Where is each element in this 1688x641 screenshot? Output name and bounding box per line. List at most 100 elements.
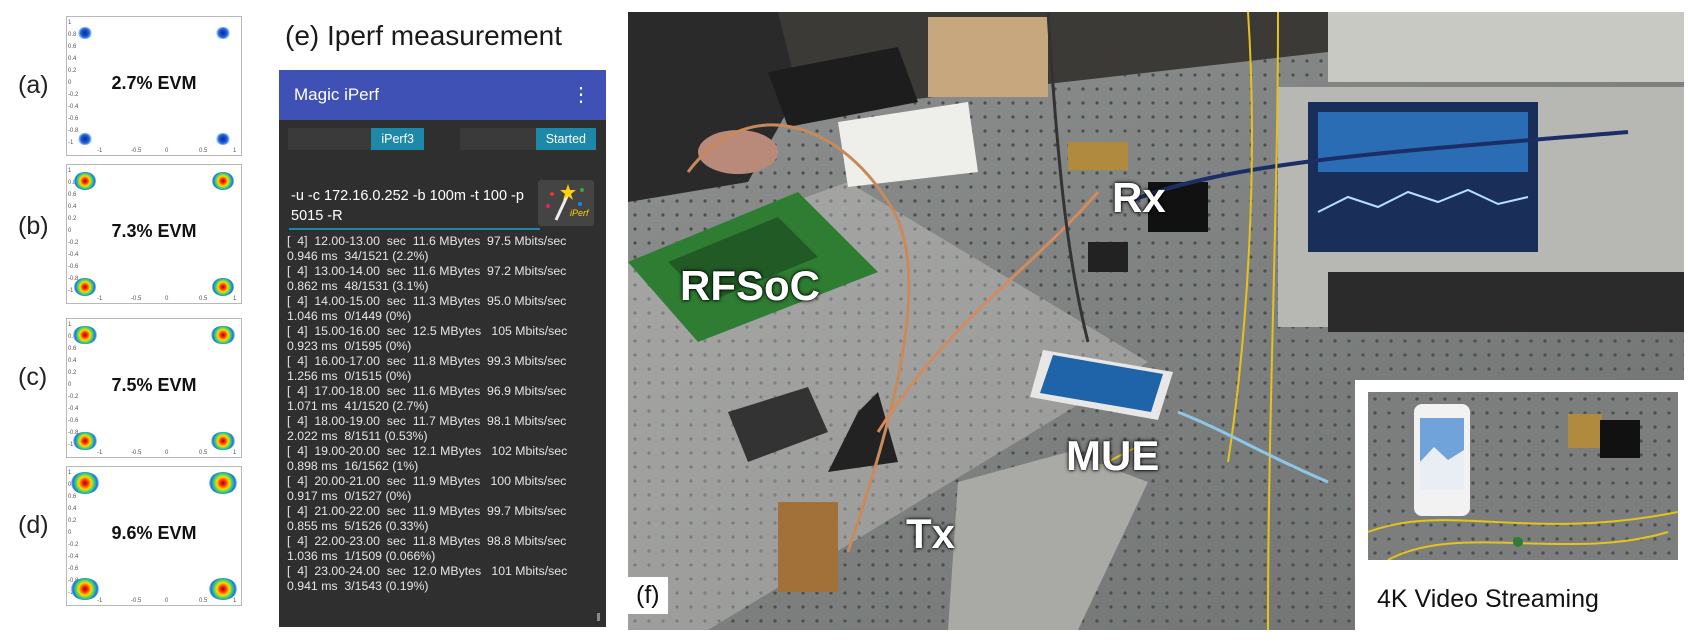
inset-caption: 4K Video Streaming xyxy=(1377,585,1599,613)
constellation-cluster xyxy=(73,171,97,191)
y-tick-label: 0.2 xyxy=(68,370,77,376)
mode-select-value: iPerf3 xyxy=(371,128,424,150)
panel-label-f: (f) xyxy=(628,577,668,614)
y-tick-label: -0.4 xyxy=(68,554,79,560)
panel-label: (b) xyxy=(18,212,49,240)
log-line: [ 4] 17.00-18.00 sec 11.6 MBytes 96.9 Mb… xyxy=(287,384,567,398)
x-tick-label: 1 xyxy=(233,598,237,604)
log-line: 0.855 ms 5/1526 (0.33%) xyxy=(287,519,429,533)
y-tick-label: -1 xyxy=(68,288,74,294)
y-tick-label: 0.6 xyxy=(68,346,77,352)
y-tick-label: -1 xyxy=(68,140,74,146)
log-line: [ 4] 18.00-19.00 sec 11.7 MBytes 98.1 Mb… xyxy=(287,414,567,428)
y-tick-label: -0.6 xyxy=(68,418,79,424)
y-tick-label: -0.2 xyxy=(68,542,79,548)
y-tick-label: 0.4 xyxy=(68,358,77,364)
constellation-cluster xyxy=(71,578,99,600)
app-name: Magic iPerf xyxy=(294,85,380,104)
y-tick-label: 0.6 xyxy=(68,494,77,500)
x-tick-label: 0.5 xyxy=(199,450,208,456)
x-tick-label: -1 xyxy=(97,296,103,302)
log-line: [ 4] 12.00-13.00 sec 11.6 MBytes 97.5 Mb… xyxy=(287,234,567,248)
y-tick-label: 0.6 xyxy=(68,192,77,198)
log-line: 0.941 ms 3/1543 (0.19%) xyxy=(287,579,429,593)
y-tick-label: 0 xyxy=(68,80,72,86)
y-tick-label: 0.4 xyxy=(68,56,77,62)
constellation-plot: 10.80.60.40.20-0.2-0.4-0.6-0.8-1-1-0.500… xyxy=(66,466,242,606)
y-tick-label: -0.8 xyxy=(68,128,79,134)
constellation-cluster xyxy=(215,133,231,145)
y-tick-label: 1 xyxy=(68,322,72,328)
constellation-cluster xyxy=(209,472,237,494)
y-tick-label: -0.2 xyxy=(68,240,79,246)
y-tick-label: -0.8 xyxy=(68,276,79,282)
y-tick-label: 0.2 xyxy=(68,216,77,222)
constellation-cluster xyxy=(211,171,235,191)
command-input[interactable]: -u -c 172.16.0.252 -b 100m -t 100 -p 501… xyxy=(291,188,524,224)
x-tick-label: -0.5 xyxy=(131,450,142,456)
x-tick-label: -1 xyxy=(97,450,103,456)
x-tick-label: 0.5 xyxy=(199,148,208,154)
status-select-value: Started xyxy=(535,128,596,150)
constellation-cluster xyxy=(73,325,97,345)
y-tick-label: -1 xyxy=(68,442,74,448)
y-tick-label: -0.4 xyxy=(68,104,79,110)
command-input-underline xyxy=(289,228,540,230)
panel-label: (c) xyxy=(18,363,48,391)
y-tick-label: -1 xyxy=(68,590,74,596)
label-tx: Tx xyxy=(906,510,956,557)
log-line: 0.898 ms 16/1562 (1%) xyxy=(287,459,419,473)
log-line: 1.071 ms 41/1520 (2.7%) xyxy=(287,399,429,413)
y-tick-label: 1 xyxy=(68,470,72,476)
app-bar: Magic iPerf ⋮ xyxy=(279,70,606,120)
magic-wand-icon xyxy=(546,184,584,221)
more-vert-icon[interactable]: ⋮ xyxy=(571,84,591,106)
constellation-cluster xyxy=(209,578,237,600)
evm-label: 7.5% EVM xyxy=(111,375,197,395)
y-tick-label: 0.2 xyxy=(68,68,77,74)
y-tick-label: 1 xyxy=(68,168,72,174)
x-tick-label: -1 xyxy=(97,598,103,604)
x-tick-label: -1 xyxy=(97,148,103,154)
log-line: 2.022 ms 8/1511 (0.53%) xyxy=(287,429,428,443)
log-line: 0.946 ms 34/1521 (2.2%) xyxy=(287,249,429,263)
y-tick-label: -0.2 xyxy=(68,92,79,98)
x-tick-label: 1 xyxy=(233,450,237,456)
status-select[interactable]: Started xyxy=(460,128,596,150)
y-tick-label: 0 xyxy=(68,382,72,388)
testbed-photo: RFSoC Rx Tx MUE (f) 4K Video Streaming xyxy=(628,12,1684,630)
log-line: [ 4] 19.00-20.00 sec 12.1 MBytes 102 Mbi… xyxy=(287,444,568,458)
log-line: 0.862 ms 48/1531 (3.1%) xyxy=(287,279,429,293)
y-tick-label: 0.2 xyxy=(68,518,77,524)
panel-label: (a) xyxy=(18,71,49,99)
y-tick-label: 0.4 xyxy=(68,204,77,210)
y-tick-label: 0.8 xyxy=(68,180,77,186)
x-tick-label: -0.5 xyxy=(131,598,142,604)
y-tick-label: 0.4 xyxy=(68,506,77,512)
label-rfsoc: RFSoC xyxy=(680,262,820,309)
logo-text: iPerf xyxy=(570,208,589,218)
iperf-logo-button[interactable]: iPerf xyxy=(538,180,594,226)
panel-label: (d) xyxy=(18,511,49,539)
evm-label: 9.6% EVM xyxy=(111,523,197,543)
y-tick-label: 0 xyxy=(68,228,72,234)
iperf-log: [ 4] 12.00-13.00 sec 11.6 MBytes 97.5 Mb… xyxy=(287,234,602,594)
y-tick-label: 0 xyxy=(68,530,72,536)
constellation-cluster xyxy=(77,27,93,39)
constellation-cluster xyxy=(211,325,235,345)
log-line: 1.046 ms 0/1449 (0%) xyxy=(287,309,412,323)
y-tick-label: 1 xyxy=(68,20,72,26)
scrollbar[interactable] xyxy=(597,613,600,621)
y-tick-label: -0.4 xyxy=(68,252,79,258)
mode-select[interactable]: iPerf3 xyxy=(288,128,424,150)
log-line: [ 4] 23.00-24.00 sec 12.0 MBytes 101 Mbi… xyxy=(287,564,568,578)
x-tick-label: 0 xyxy=(165,450,169,456)
x-tick-label: 0.5 xyxy=(199,598,208,604)
constellation-cluster xyxy=(211,277,235,297)
iperf-section-title: (e) Iperf measurement xyxy=(285,20,562,51)
constellation-cluster xyxy=(73,277,97,297)
constellation-cluster xyxy=(211,431,235,451)
constellation-cluster xyxy=(73,431,97,451)
